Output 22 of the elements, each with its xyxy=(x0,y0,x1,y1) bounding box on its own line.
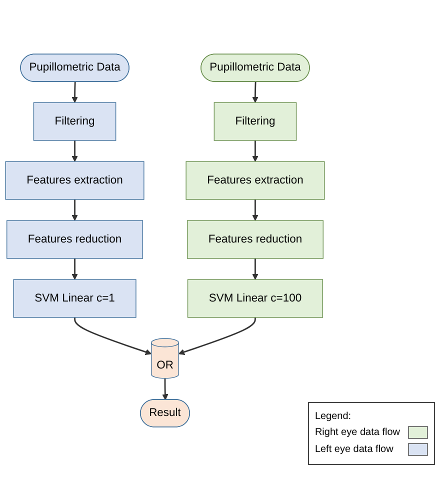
legend-title: Legend: xyxy=(314,411,352,422)
node-box: SVM Linear c=100 xyxy=(187,279,324,318)
arrow xyxy=(178,317,256,355)
arrow xyxy=(72,199,78,221)
arrow xyxy=(252,140,258,162)
node-box: Filtering xyxy=(214,102,297,141)
node-box: Features reduction xyxy=(6,220,144,259)
legend-label: Left eye data flow xyxy=(314,444,394,455)
arrow xyxy=(72,82,78,103)
arrow xyxy=(252,258,258,280)
arrow xyxy=(72,258,78,280)
node-box: Features reduction xyxy=(186,220,324,259)
legend-label: Right eye data flow xyxy=(314,427,400,438)
arrow xyxy=(162,378,168,400)
node-box: Features extraction xyxy=(5,161,144,200)
arrow xyxy=(252,199,258,221)
node-box: Filtering xyxy=(33,102,116,141)
arrow xyxy=(72,140,78,162)
arrow xyxy=(74,317,152,355)
arrow xyxy=(252,82,258,103)
node-box: SVM Linear c=1 xyxy=(13,279,136,318)
node-box: Features extraction xyxy=(186,161,325,200)
